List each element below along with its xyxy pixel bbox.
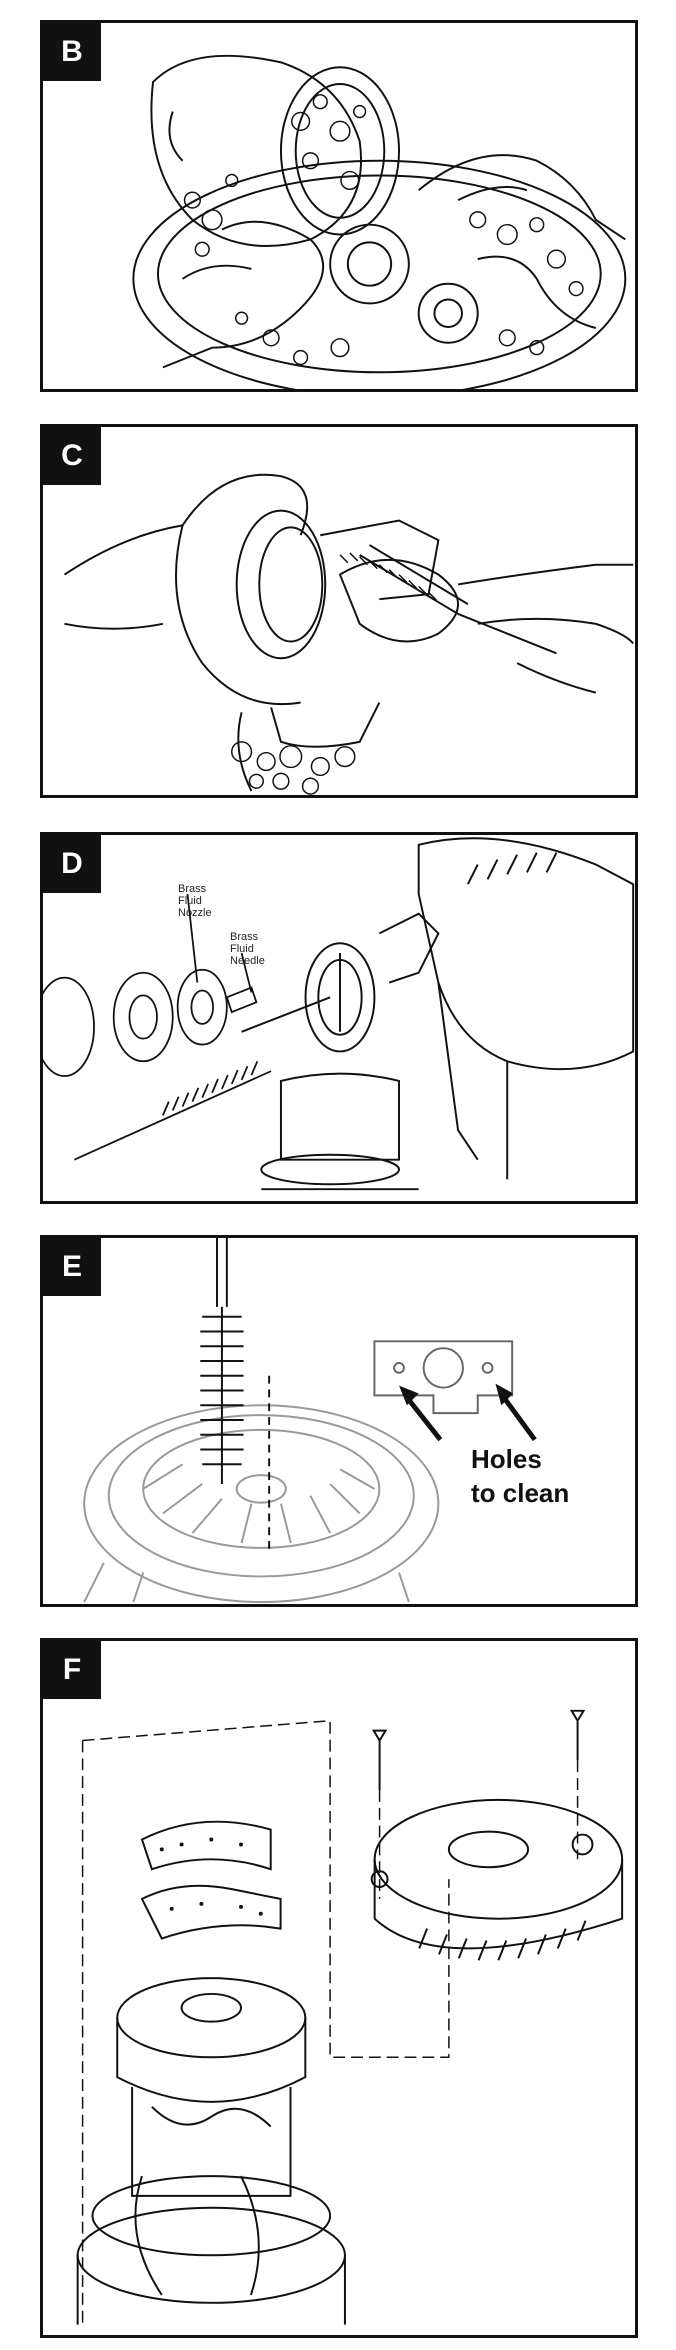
- illustration-d: [43, 837, 635, 1191]
- panel-f: F: [40, 1638, 638, 2338]
- label-brass-fluid-needle: Brass Fluid Needle: [230, 931, 265, 967]
- illustration-e: [83, 1238, 537, 1604]
- illustration-b: [132, 54, 627, 389]
- panel-letter-b: B: [43, 23, 101, 81]
- label-to-clean: to clean: [471, 1478, 570, 1508]
- panel-c: C: [40, 424, 638, 798]
- panel-b: B: [40, 20, 638, 392]
- panel-letter-d: D: [43, 835, 101, 893]
- label-holes: Holes: [471, 1444, 542, 1474]
- illustration-f: [76, 1709, 624, 2325]
- panel-e: E Holes to clean: [40, 1235, 638, 1607]
- label-brass-fluid-nozzle: Brass Fluid Nozzle: [178, 883, 212, 919]
- illustration-c: [63, 473, 634, 795]
- panel-letter-e: E: [43, 1238, 101, 1296]
- panel-d: D Brass Fluid Nozzle Brass Fluid Needle: [40, 832, 638, 1204]
- panel-letter-c: C: [43, 427, 101, 485]
- panel-letter-f: F: [43, 1641, 101, 1699]
